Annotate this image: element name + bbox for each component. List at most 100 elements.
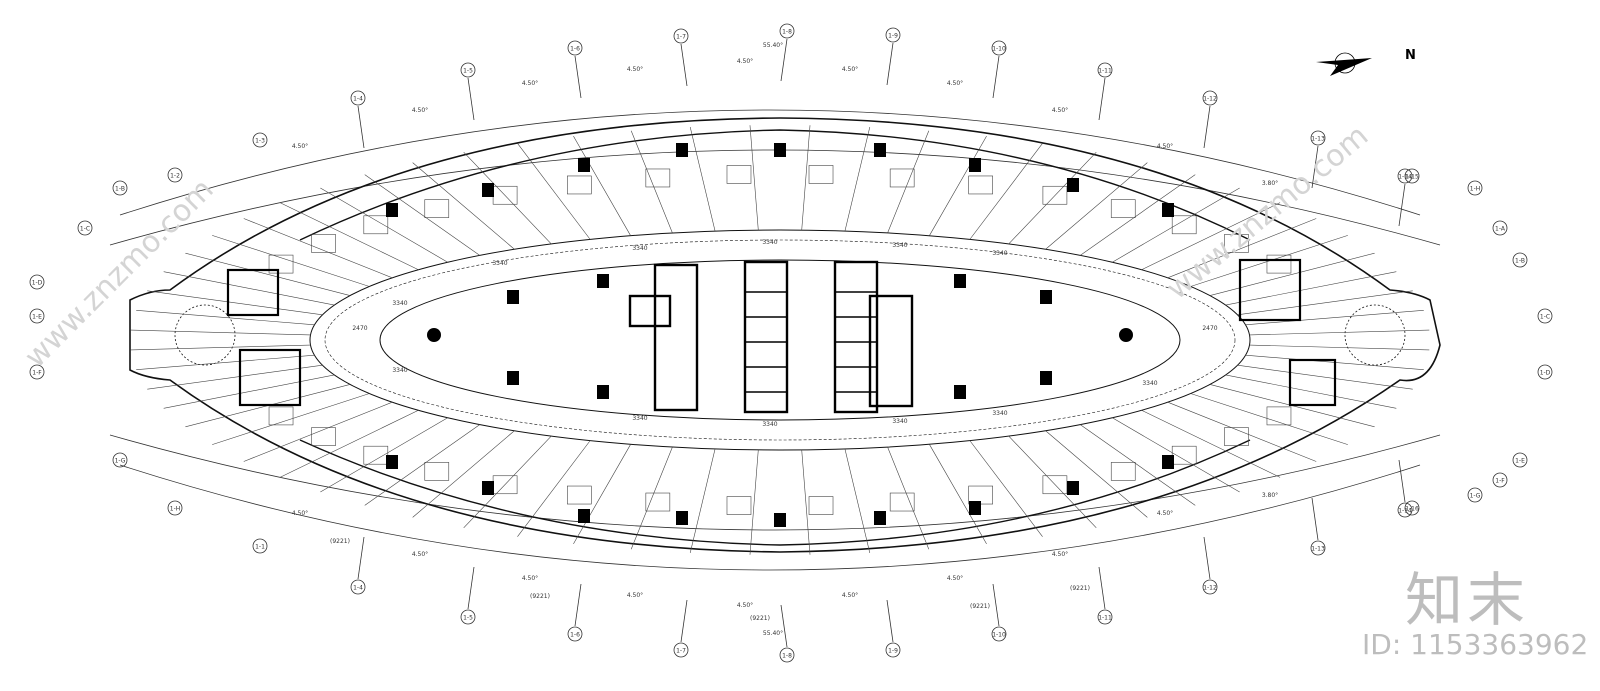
grid-marker-bottom	[1397, 502, 1413, 518]
grid-marker-top	[885, 27, 901, 43]
room-cell	[424, 199, 450, 218]
grid-marker-top	[991, 40, 1007, 56]
grid-marker-top-label: 1-8	[782, 29, 792, 36]
dim-top-segment: 4.50°	[627, 66, 643, 73]
grid-marker-left	[167, 167, 183, 183]
dim-bottom-radius: (9221)	[1070, 585, 1090, 592]
grid-marker-left	[252, 538, 268, 554]
room-cell	[968, 175, 993, 195]
dim-corridor: 3340	[762, 239, 777, 246]
dim-bottom-segment: 4.50°	[1052, 551, 1068, 558]
building-outer-wall	[129, 117, 1441, 553]
grid-marker-bottom	[460, 609, 476, 625]
room-partition	[1080, 424, 1196, 506]
grid-marker-left-label: 1-F	[32, 370, 42, 377]
dim-bottom-segment: 4.50°	[412, 551, 428, 558]
room-cell	[311, 234, 336, 253]
column	[507, 371, 519, 385]
dim-corridor: 3340	[492, 260, 507, 267]
corridor-inner-ring	[379, 259, 1181, 421]
grid-marker-right	[1404, 500, 1420, 516]
core-block	[743, 260, 789, 414]
room-cell	[1224, 427, 1249, 446]
grid-marker-left	[167, 500, 183, 516]
grid-marker-left	[29, 274, 45, 290]
room-cell	[645, 492, 671, 512]
grid-marker-top	[350, 90, 366, 106]
room-partition	[320, 187, 448, 263]
grid-line	[1311, 497, 1319, 541]
dim-top-segment: 4.50°	[292, 143, 308, 150]
grid-marker-top-label: 1-9	[888, 33, 898, 40]
room-cell	[268, 254, 294, 274]
room-cell	[363, 215, 389, 235]
column	[1067, 481, 1079, 495]
grid-marker-left	[29, 308, 45, 324]
room-cell	[1110, 462, 1136, 481]
column	[597, 274, 609, 288]
room-partition	[689, 126, 716, 232]
room-cell	[1042, 475, 1068, 495]
room-partition	[130, 329, 311, 336]
grid-marker-left	[252, 132, 268, 148]
room-partition	[749, 449, 759, 555]
grid-marker-top-label: 1-7	[676, 34, 686, 41]
grid-line	[1203, 105, 1211, 149]
grid-marker-left-label: 1-3	[255, 138, 265, 145]
room-partition	[573, 135, 631, 236]
grid-marker-bottom-label: 1-8	[782, 653, 792, 660]
grid-marker-bottom-label: 1-9	[888, 648, 898, 655]
grid-line	[992, 55, 1000, 99]
grid-line	[357, 105, 365, 149]
dim-corridor: 3340	[992, 250, 1007, 257]
grid-marker-top	[1310, 130, 1326, 146]
room-cell	[1171, 215, 1197, 235]
room-partition	[517, 143, 591, 240]
column	[676, 511, 688, 525]
room-cell	[1171, 445, 1197, 465]
room-cell	[311, 427, 336, 446]
grid-line	[467, 566, 475, 610]
room-partition	[573, 444, 631, 545]
grid-marker-top-label: 1-5	[463, 68, 473, 75]
column	[774, 143, 786, 157]
room-cell	[268, 406, 294, 426]
room-partition	[364, 424, 480, 506]
grid-marker-bottom	[567, 626, 583, 642]
room-cell	[363, 445, 389, 465]
room-partition	[749, 125, 759, 231]
dim-top-segment: 4.50°	[737, 58, 753, 65]
grid-marker-top-label: 1-11	[1098, 68, 1112, 75]
north-label: N	[1405, 48, 1416, 63]
grid-line	[680, 43, 688, 87]
grid-line	[1398, 459, 1406, 503]
grid-marker-bottom-label: 1-14	[1398, 508, 1412, 515]
room-partition	[1141, 202, 1281, 270]
grid-marker-bottom-label: 1-6	[570, 632, 580, 639]
grid-marker-left	[77, 220, 93, 236]
room-cell	[424, 462, 450, 481]
building-outline	[129, 117, 1441, 553]
room-partition	[1141, 410, 1281, 478]
column	[874, 511, 886, 525]
grid-marker-right-label: 1-H	[1470, 186, 1481, 193]
grid-marker-right-label: 1-G	[1470, 493, 1481, 500]
dim-bottom-segment: 4.50°	[522, 575, 538, 582]
grid-marker-right	[1537, 364, 1553, 380]
grid-marker-bottom-label: 1-7	[676, 648, 686, 655]
dim-bottom-segment: 4.50°	[1157, 510, 1173, 517]
grid-line	[1098, 77, 1106, 121]
dim-bottom-segment: 4.50°	[842, 592, 858, 599]
room-partition	[1225, 271, 1397, 306]
dim-corridor: 3340	[1142, 380, 1157, 387]
column	[578, 158, 590, 172]
room-partition	[364, 174, 480, 256]
room-partition	[243, 401, 393, 462]
column	[1162, 203, 1174, 217]
room-partition	[136, 309, 315, 326]
room-partition	[279, 410, 419, 478]
room-partition	[463, 151, 552, 245]
grid-marker-bottom-label: 1-5	[463, 615, 473, 622]
column	[507, 290, 519, 304]
grid-marker-top-label: 1-4	[353, 96, 363, 103]
